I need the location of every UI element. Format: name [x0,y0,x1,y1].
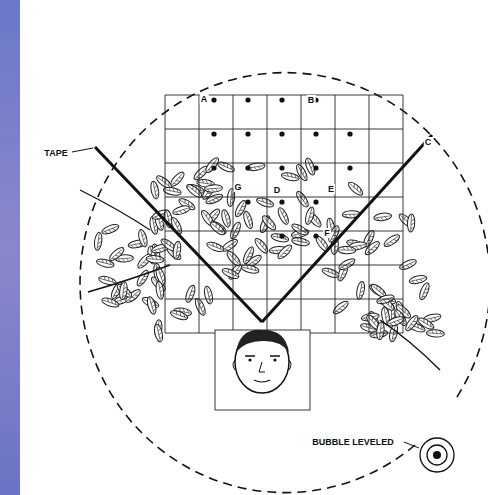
tape-line [262,135,432,322]
dashed-circle [80,73,488,493]
grid-point-letter: B [307,95,316,105]
leader-line [72,148,93,152]
grid-point-letter: E [327,184,335,194]
grid-point-letter: G [233,182,242,192]
grid-point-letter: D [273,185,282,195]
grid-point-letter: C [424,137,433,147]
callout-label: BUBBLE LEVELED [311,437,395,447]
grid-point-letter: F [323,228,331,238]
bubble-level-symbol [404,438,454,472]
observer-head [215,330,310,410]
tape-line [95,147,262,322]
grid-dots [211,97,352,238]
grid-point-letter: A [200,94,209,104]
callout-label: TAPE [43,148,68,158]
slide-strip [0,0,20,495]
